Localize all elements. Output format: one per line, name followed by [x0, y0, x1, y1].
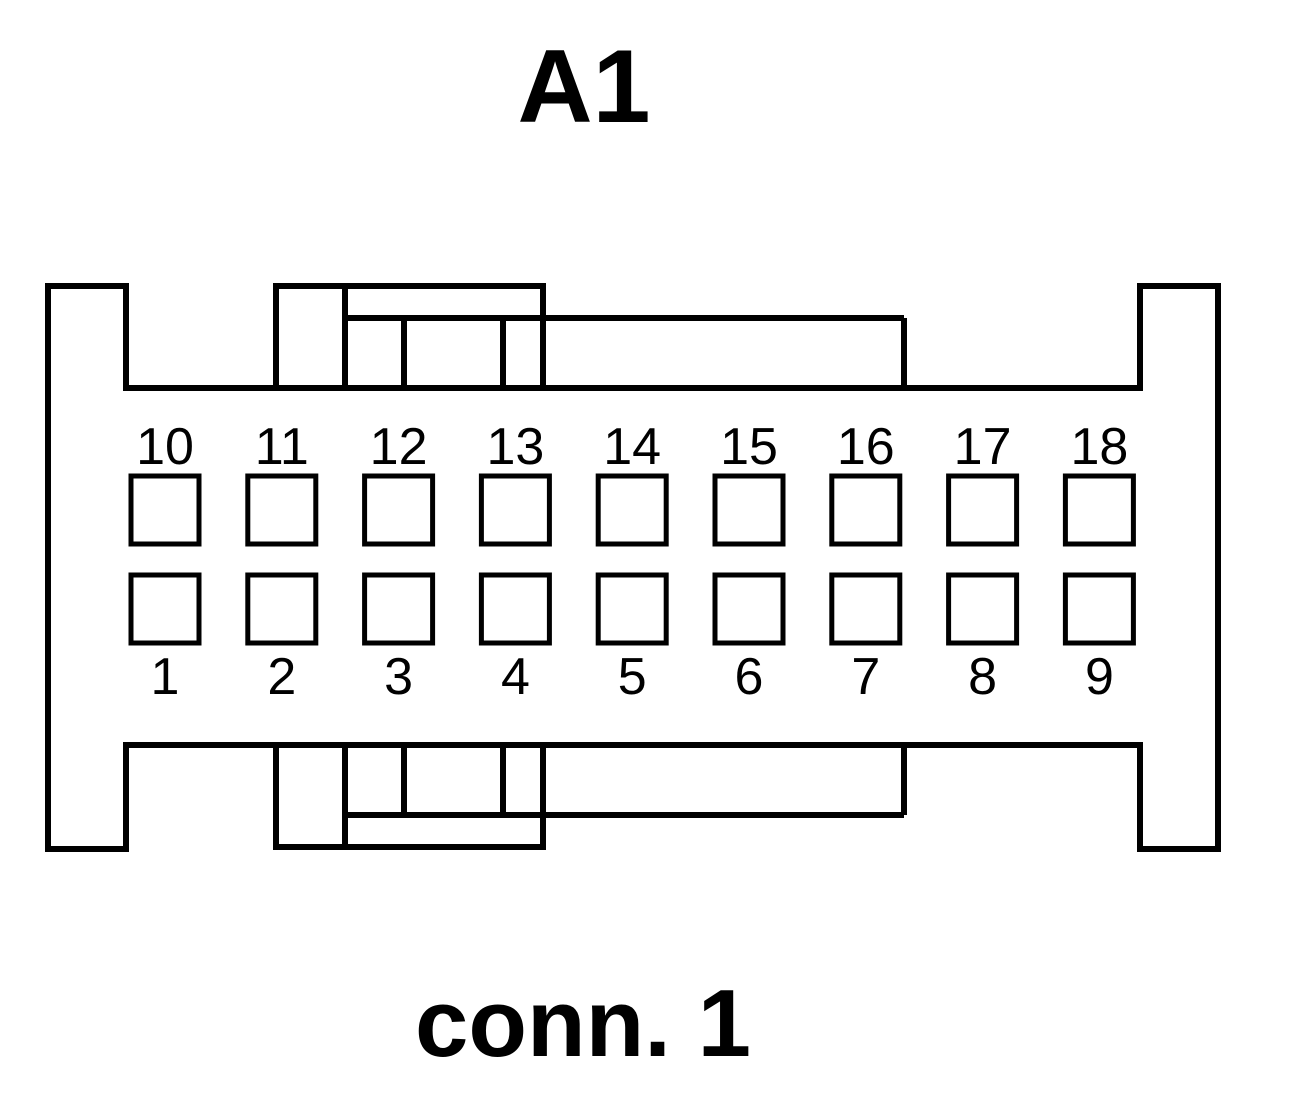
pin-cavity-12 — [362, 473, 436, 547]
pin-cavity-17 — [946, 473, 1020, 547]
pin-cavity-5 — [595, 572, 669, 646]
pin-cavity-9 — [1062, 572, 1136, 646]
pin-label-15: 15 — [720, 418, 778, 476]
pin-cavity-14 — [595, 473, 669, 547]
bottom-latch — [273, 742, 907, 850]
pin-row-bottom: 1 2 3 4 5 6 7 8 9 — [128, 572, 1136, 706]
pin-label-7: 7 — [851, 648, 880, 706]
pin-label-4: 4 — [501, 648, 530, 706]
pin-cavity-6 — [712, 572, 786, 646]
housing-outline — [45, 283, 1221, 852]
pin-label-1: 1 — [151, 648, 180, 706]
pin-label-14: 14 — [603, 418, 661, 476]
pin-label-10: 10 — [136, 418, 194, 476]
pin-row-top: 10 11 12 13 14 15 16 17 18 — [128, 418, 1136, 547]
pin-cavity-2 — [245, 572, 319, 646]
pin-label-17: 17 — [954, 418, 1012, 476]
pin-cavity-1 — [128, 572, 202, 646]
pin-label-3: 3 — [384, 648, 413, 706]
pin-label-2: 2 — [267, 648, 296, 706]
pin-cavity-3 — [362, 572, 436, 646]
pin-cavity-16 — [829, 473, 903, 547]
top-latch — [273, 283, 907, 391]
pin-cavity-15 — [712, 473, 786, 547]
pin-label-12: 12 — [370, 418, 428, 476]
connector-title: A1 — [518, 29, 651, 145]
connector-housing — [45, 283, 1221, 852]
pin-label-8: 8 — [968, 648, 997, 706]
pin-label-16: 16 — [837, 418, 895, 476]
pin-label-13: 13 — [486, 418, 544, 476]
pin-label-9: 9 — [1085, 648, 1114, 706]
pin-cavity-4 — [478, 572, 552, 646]
pin-label-6: 6 — [735, 648, 764, 706]
pin-cavity-10 — [128, 473, 202, 547]
pin-label-11: 11 — [255, 418, 309, 476]
connector-caption: conn. 1 — [415, 970, 751, 1077]
pin-label-18: 18 — [1070, 418, 1128, 476]
pin-cavity-11 — [245, 473, 319, 547]
pin-cavity-13 — [478, 473, 552, 547]
pin-cavity-8 — [946, 572, 1020, 646]
pin-label-5: 5 — [618, 648, 647, 706]
pin-cavity-18 — [1062, 473, 1136, 547]
pin-cavity-7 — [829, 572, 903, 646]
